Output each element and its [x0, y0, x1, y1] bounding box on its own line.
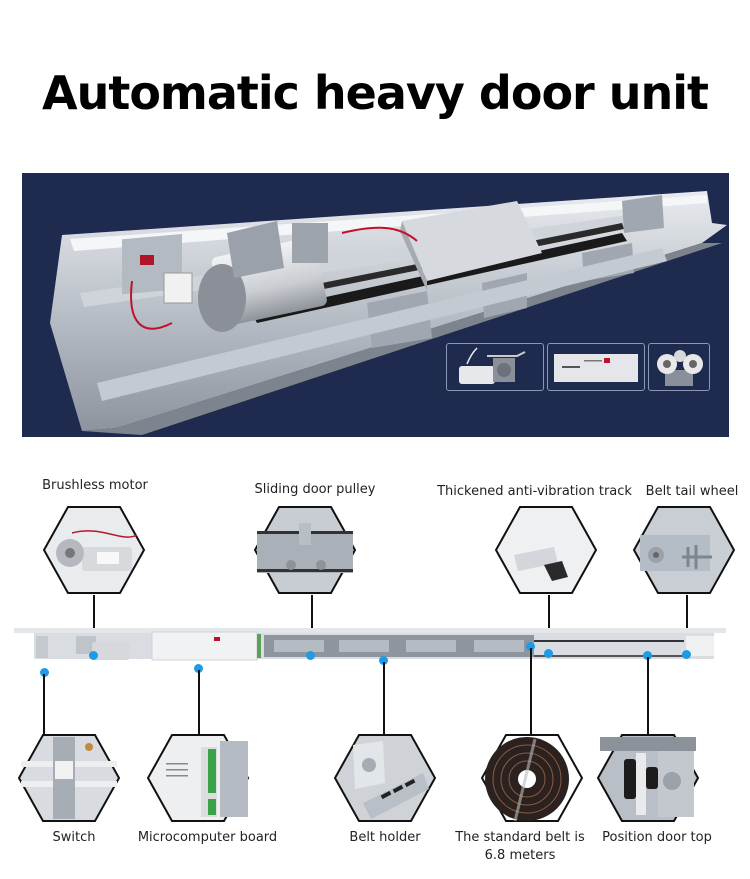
connector-line-board — [198, 670, 200, 736]
brushless-motor-hex-image — [42, 506, 146, 594]
pointer-dot-belt — [526, 642, 535, 651]
door-operator-track-image — [14, 628, 726, 661]
switch-hex-image — [17, 734, 121, 822]
pulley-thumbnail — [648, 343, 710, 391]
connector-line-belt — [530, 648, 532, 736]
position-door-top-hex-image — [596, 734, 700, 822]
pointer-dot-belt-holder — [379, 656, 388, 665]
label-belt-tail-wheel: Belt tail wheel — [645, 484, 739, 499]
label-standard-belt: The standard belt is — [455, 830, 585, 845]
connector-line-belt-holder — [383, 662, 385, 736]
pointer-dot-pulley — [306, 651, 315, 660]
label-brushless-motor: Brushless motor — [42, 478, 148, 493]
label-microcomputer-board: Microcomputer board — [137, 830, 278, 845]
belt-holder-hex-image — [333, 734, 437, 822]
pointer-dot-tail-wheel — [682, 650, 691, 659]
connector-line-track — [548, 595, 550, 655]
anti-vibration-track-hex-image — [494, 506, 598, 594]
hero-product-image — [22, 173, 729, 437]
connector-line-tail-wheel — [686, 595, 688, 655]
door-operator-illustration — [50, 191, 727, 435]
label-sliding-door-pulley: Sliding door pulley — [254, 482, 376, 497]
connector-line-door-top — [647, 657, 649, 736]
controller-thumbnail — [547, 343, 645, 391]
pointer-dot-door-top — [643, 651, 652, 660]
label-standard-belt-length: 6.8 meters — [484, 848, 556, 863]
label-belt-holder: Belt holder — [349, 830, 421, 845]
pointer-dot-board — [194, 664, 203, 673]
connector-line-switch — [43, 674, 45, 736]
sliding-door-pulley-hex-image — [253, 506, 357, 594]
pointer-dot-motor — [89, 651, 98, 660]
connector-line-motor — [93, 595, 95, 655]
belt-tail-wheel-hex-image — [632, 506, 736, 594]
standard-belt-hex-image — [480, 734, 584, 822]
microcomputer-board-hex-image — [146, 734, 250, 822]
motor-thumbnail — [446, 343, 544, 391]
connector-line-pulley — [311, 595, 313, 655]
pointer-dot-switch — [40, 668, 49, 677]
page-title: Automatic heavy door unit — [41, 66, 709, 120]
pointer-dot-track — [544, 649, 553, 658]
label-anti-vibration-track: Thickened anti-vibration track — [437, 484, 632, 499]
label-switch: Switch — [52, 830, 96, 845]
detail-thumbnails — [446, 343, 710, 391]
label-position-door-top: Position door top — [602, 830, 712, 845]
